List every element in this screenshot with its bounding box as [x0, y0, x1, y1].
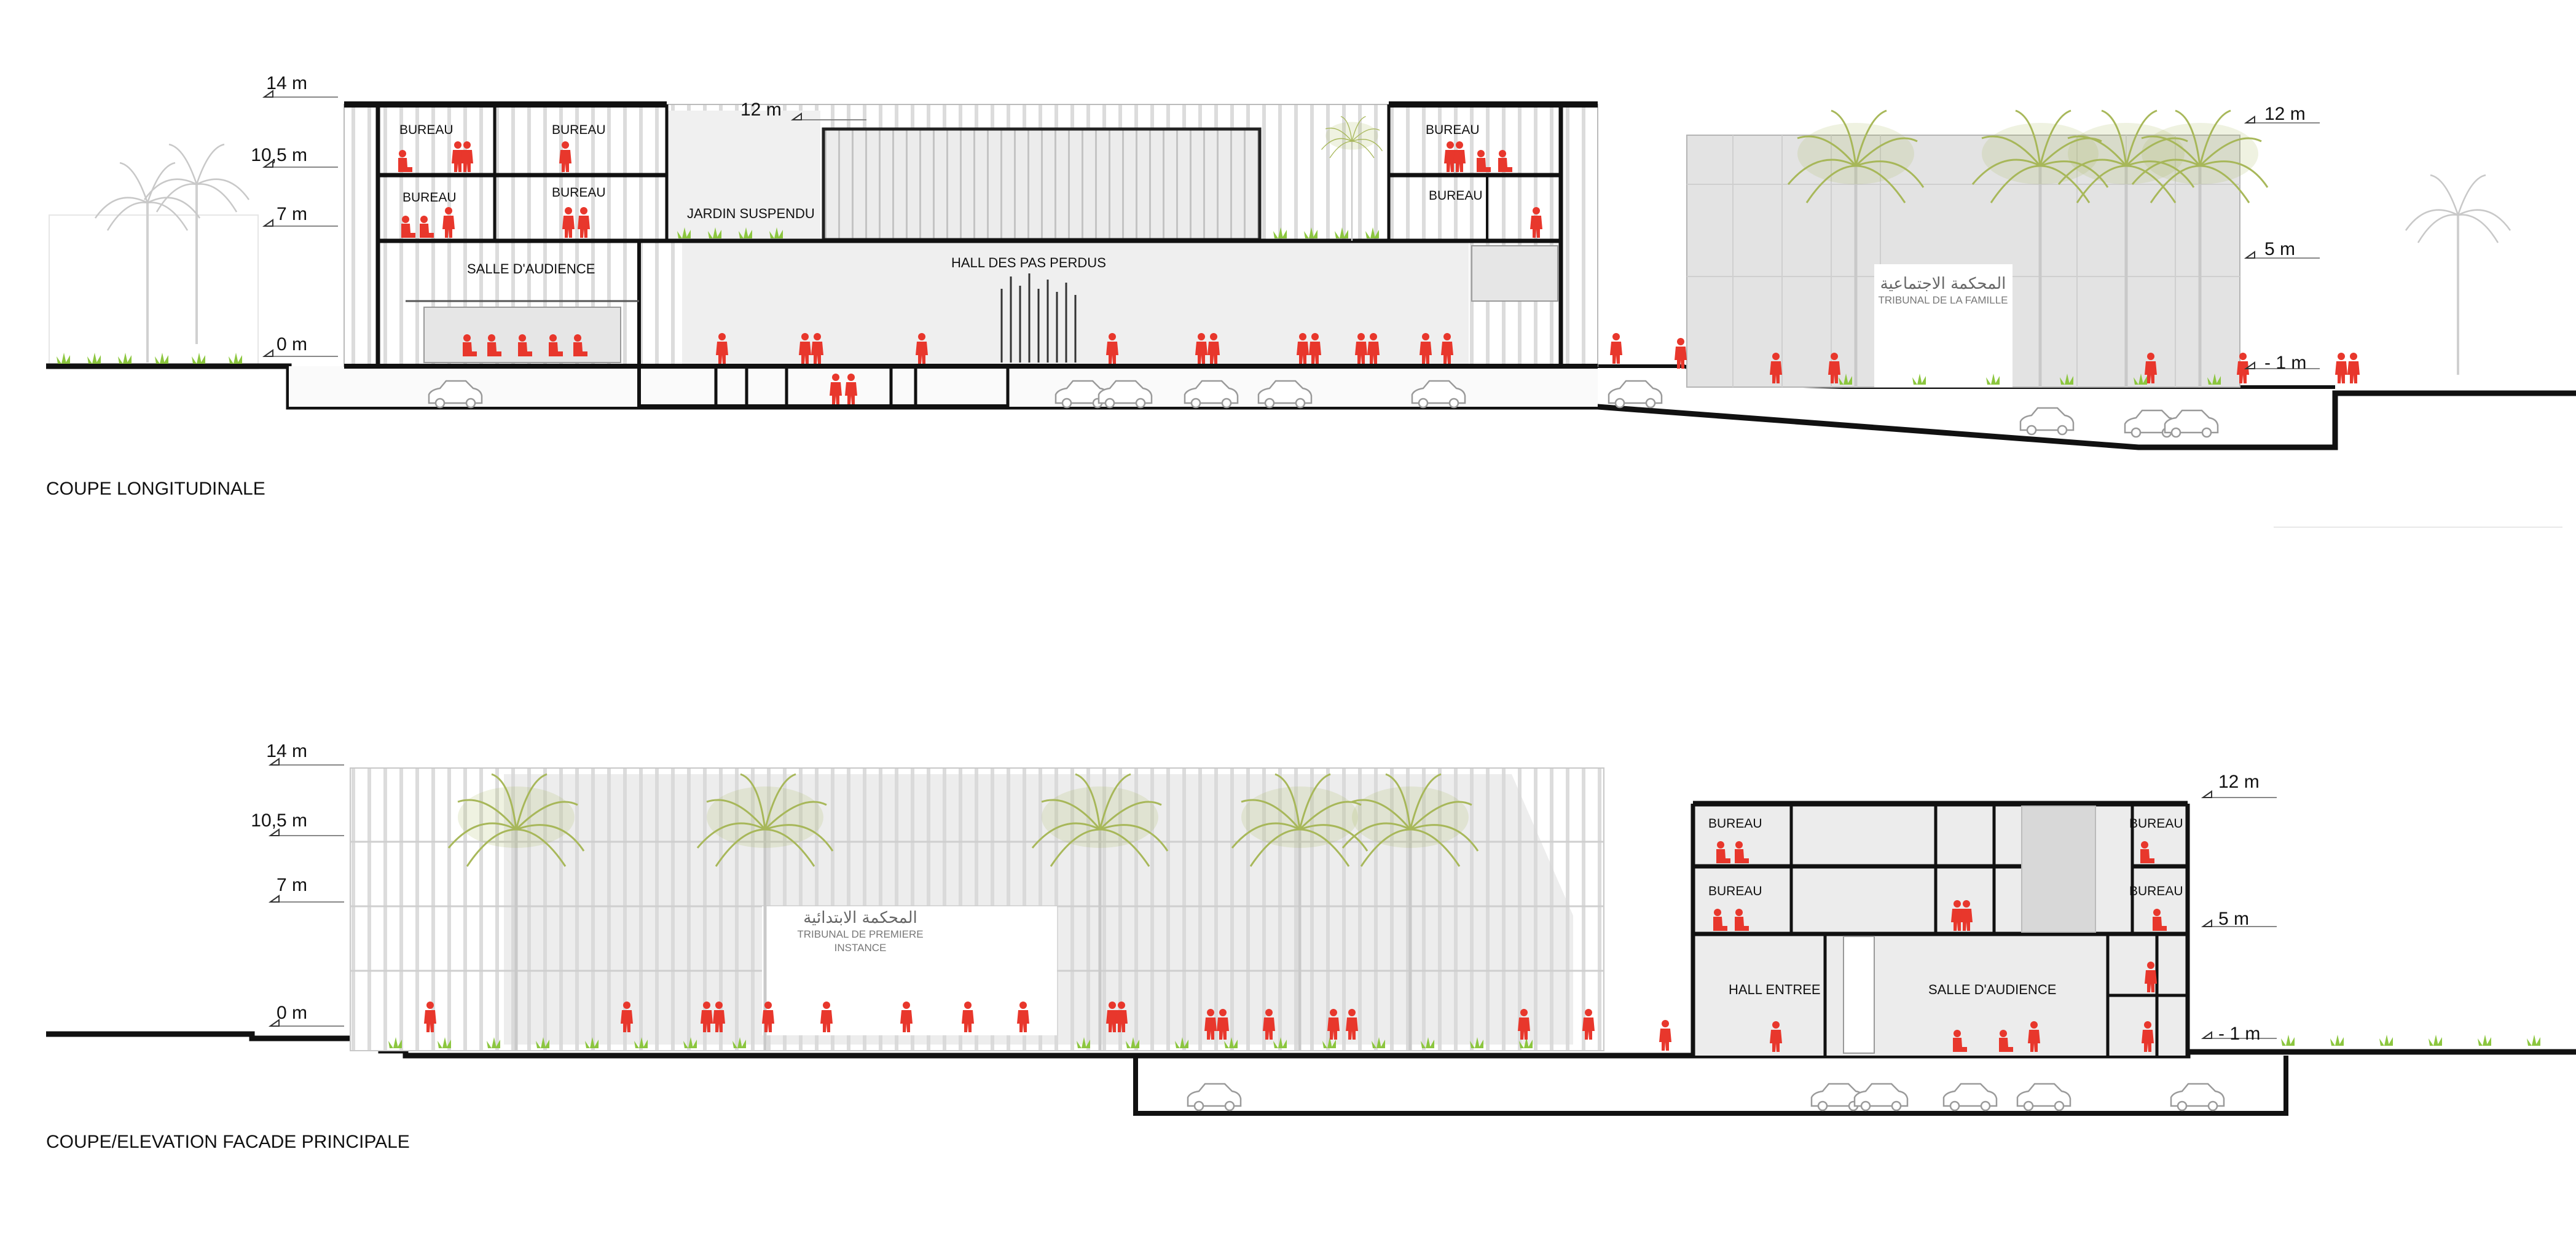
car-icon	[2019, 407, 2075, 436]
room-bureau: BUREAU	[552, 123, 606, 137]
sign-french-premiere-instance: TRIBUNAL DE PREMIERE	[797, 928, 923, 940]
palm-tree-icon	[2405, 174, 2511, 376]
sign-french-premiere-instance-line2: INSTANCE	[834, 942, 887, 954]
level-12m-mid: 12 m	[740, 100, 782, 120]
basement-parking	[289, 366, 1598, 407]
hall-sculpture	[1000, 273, 1077, 363]
level-markers-right: 12 m 5 m - 1 m	[2202, 772, 2277, 1044]
coupe-elevation-facade: 14 m 10,5 m 7 m 0 m 12 m 5 m - 1 m BUREA…	[46, 741, 2576, 1152]
level-5m-right: 5 m	[2218, 909, 2249, 929]
drawing-title-coupe-elevation: COUPE/ELEVATION FACADE PRINCIPALE	[46, 1132, 410, 1152]
side-block-section	[1693, 804, 2188, 1056]
person-silhouette-icon	[1610, 333, 1622, 364]
room-bureau: BUREAU	[402, 190, 457, 205]
level-12m-right: 12 m	[2264, 104, 2306, 124]
room-bureau: BUREAU	[399, 123, 454, 137]
room-labels-section2: BUREAU BUREAU BUREAU BUREAU HALL ENTREE …	[1708, 817, 2183, 997]
person-silhouette-icon	[2335, 353, 2347, 383]
room-bureau: BUREAU	[1708, 884, 1762, 898]
room-salle-audience: SALLE D'AUDIENCE	[467, 261, 595, 276]
person-silhouette-icon	[1675, 338, 1687, 369]
sign-arabic-famille: المحكمة الاجتماعية	[1880, 275, 2006, 293]
jardin-void	[667, 111, 820, 240]
room-jardin-suspendu: JARDIN SUSPENDU	[687, 206, 815, 221]
level-markers-left: 14 m 10,5 m 7 m 0 m	[251, 73, 339, 357]
level-14m: 14 m	[266, 741, 307, 761]
famille-sign-panel	[1874, 264, 2012, 387]
palm-tree-icon	[94, 162, 201, 364]
level-7m: 7 m	[277, 875, 307, 895]
room-bureau: BUREAU	[1426, 123, 1480, 137]
room-bureau: BUREAU	[1429, 189, 1483, 203]
basement-parking	[1133, 1056, 2288, 1116]
level-minus1m-right: - 1 m	[2218, 1024, 2260, 1044]
level-12m-right: 12 m	[2218, 772, 2260, 792]
level-0m: 0 m	[277, 334, 307, 355]
level-marker-icon	[2202, 791, 2277, 798]
level-10-5m: 10,5 m	[251, 810, 307, 831]
level-marker-icon	[270, 895, 345, 903]
level-7m: 7 m	[277, 204, 307, 224]
car-icon	[2016, 1083, 2071, 1112]
person-silhouette-icon	[2347, 353, 2360, 383]
room-labels-section1: BUREAU BUREAU BUREAU BUREAU SALLE D'AUDI…	[399, 123, 1483, 276]
level-14m: 14 m	[266, 73, 307, 93]
room-bureau: BUREAU	[2129, 817, 2183, 831]
level-markers-right: 12 m 5 m - 1 m 12 m	[740, 100, 2320, 373]
level-markers-left: 14 m 10,5 m 7 m 0 m	[251, 741, 345, 1027]
room-hall-pas-perdus: HALL DES PAS PERDUS	[951, 255, 1106, 270]
car-icon	[1608, 380, 1663, 409]
car-icon	[1187, 1083, 1242, 1112]
hall-volume	[822, 127, 1262, 241]
level-minus1m-right: - 1 m	[2264, 353, 2306, 373]
cars	[1187, 1083, 2225, 1112]
level-0m: 0 m	[277, 1003, 307, 1023]
room-hall-entree: HALL ENTREE	[1729, 982, 1821, 997]
room-bureau: BUREAU	[1708, 817, 1762, 831]
person-silhouette-icon	[1659, 1020, 1671, 1051]
room-bureau: BUREAU	[2129, 884, 2183, 898]
room-salle-audience: SALLE D'AUDIENCE	[1928, 982, 2056, 997]
background-building	[49, 214, 259, 369]
coupe-longitudinale: 14 m 10,5 m 7 m 0 m 12 m 5 m - 1 m 12 m …	[46, 73, 2576, 528]
car-icon	[2170, 1083, 2225, 1112]
room-bureau: BUREAU	[552, 186, 606, 200]
level-5m-right: 5 m	[2264, 239, 2295, 259]
car-icon	[2164, 409, 2219, 438]
drawing-title-coupe-longitudinale: COUPE LONGITUDINALE	[46, 479, 265, 499]
sign-french-famille: TRIBUNAL DE LA FAMILLE	[1879, 294, 2008, 306]
car-icon	[1853, 1083, 1909, 1112]
level-10-5m: 10,5 m	[251, 145, 307, 165]
car-icon	[1942, 1083, 1998, 1112]
sign-arabic-premiere-instance: المحكمة الابتدائية	[803, 909, 917, 927]
